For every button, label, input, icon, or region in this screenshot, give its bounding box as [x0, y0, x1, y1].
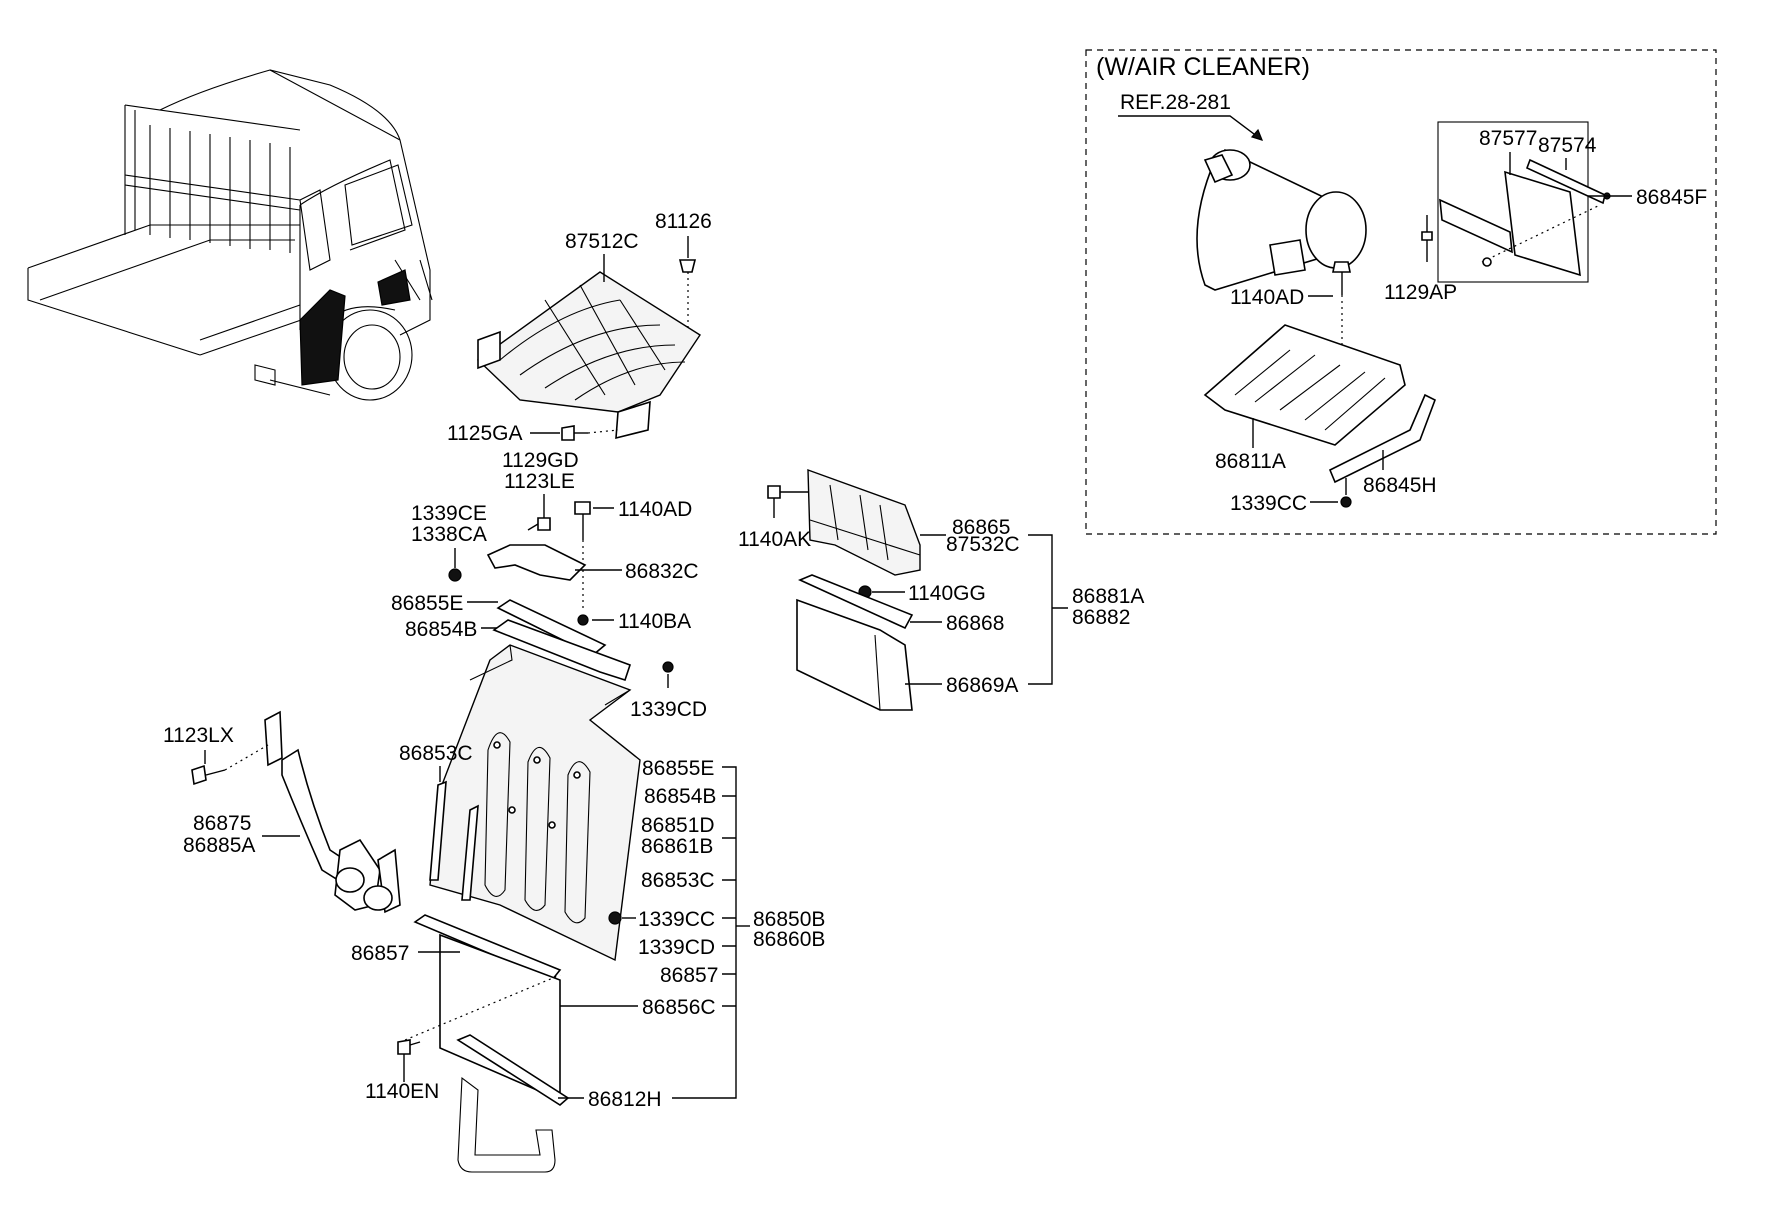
- label-1140AD: 1140AD: [618, 498, 692, 521]
- label-87574: 87574: [1538, 134, 1597, 157]
- main-mudguard: [413, 644, 641, 981]
- label-86854B-top: 86854B: [405, 618, 477, 641]
- label-86845F: 86845F: [1636, 186, 1707, 209]
- label-86853C-left: 86853C: [399, 742, 473, 765]
- rear-bracket-group: 1140AK 86865 87532C 1140GG 86868 86869A …: [738, 468, 1144, 711]
- label-86854B: 86854B: [644, 785, 716, 808]
- label-86875: 86875: [193, 812, 251, 835]
- label-86853C: 86853C: [641, 869, 715, 892]
- label-1140AK: 1140AK: [738, 528, 811, 551]
- label-86868: 86868: [946, 612, 1004, 635]
- label-87512C: 87512C: [565, 230, 639, 253]
- label-1339CD-top: 1339CD: [630, 698, 707, 721]
- label-86861B: 86861B: [641, 835, 713, 858]
- label-86857: 86857: [660, 964, 718, 987]
- label-1338CA: 1338CA: [411, 523, 487, 546]
- label-1339CC-inset: 1339CC: [1230, 492, 1307, 515]
- inset-frame: [1085, 49, 1717, 535]
- label-86860B: 86860B: [753, 928, 825, 951]
- label-1123LX: 1123LX: [163, 724, 234, 747]
- label-1140AD-inset: 1140AD: [1230, 286, 1304, 309]
- mudguard-group-labels: 86855E 86854B 86851D 86861B 86853C 1339C…: [558, 757, 825, 1111]
- label-1339CC: 1339CC: [638, 908, 715, 931]
- label-87532C: 87532C: [946, 533, 1020, 556]
- label-1125GA: 1125GA: [447, 422, 523, 445]
- label-1339CE: 1339CE: [411, 502, 487, 525]
- label-86865: 86865: [952, 516, 1010, 539]
- mud-flap-parts-box: [1437, 121, 1589, 283]
- label-86856C: 86856C: [642, 996, 716, 1019]
- label-81126: 81126: [655, 210, 712, 233]
- label-87577: 87577: [1479, 127, 1537, 150]
- label-1123LE: 1123LE: [504, 470, 575, 493]
- truck-illustration: [27, 69, 433, 401]
- label-1129GD: 1129GD: [502, 449, 579, 472]
- label-86851D: 86851D: [641, 814, 715, 837]
- label-1140BA: 1140BA: [618, 610, 691, 633]
- label-86850B: 86850B: [753, 908, 825, 931]
- label-86855E: 86855E: [642, 757, 714, 780]
- label-86811A: 86811A: [1215, 450, 1286, 473]
- label-1140GG: 1140GG: [908, 582, 986, 605]
- inset-title: (W/AIR CLEANER): [1096, 53, 1310, 81]
- air-cleaner-inset: (W/AIR CLEANER) REF.28-281 87577 87574 8…: [1085, 49, 1717, 535]
- label-86882: 86882: [1072, 606, 1130, 629]
- label-86832C: 86832C: [625, 560, 699, 583]
- label-1339CD: 1339CD: [638, 936, 715, 959]
- label-86812H: 86812H: [588, 1088, 662, 1111]
- upper-bracket-group: 87512C 81126 1125GA 1129GD 1123LE 1339CE…: [391, 210, 712, 721]
- label-86855E-top: 86855E: [391, 592, 463, 615]
- label-86857-left: 86857: [351, 942, 409, 965]
- label-86881A: 86881A: [1072, 585, 1144, 608]
- label-1129AP: 1129AP: [1384, 281, 1457, 304]
- label-86869A: 86869A: [946, 674, 1018, 697]
- label-1140EN: 1140EN: [365, 1080, 439, 1103]
- label-ref-28-281: REF.28-281: [1120, 91, 1231, 114]
- label-86845H: 86845H: [1363, 474, 1437, 497]
- mounting-stay: 1123LX 86875 86885A: [163, 710, 401, 914]
- lower-mud-flap: 1140EN: [365, 933, 570, 1173]
- air-cleaner-drawing: [1196, 149, 1367, 291]
- label-86885A: 86885A: [183, 834, 255, 857]
